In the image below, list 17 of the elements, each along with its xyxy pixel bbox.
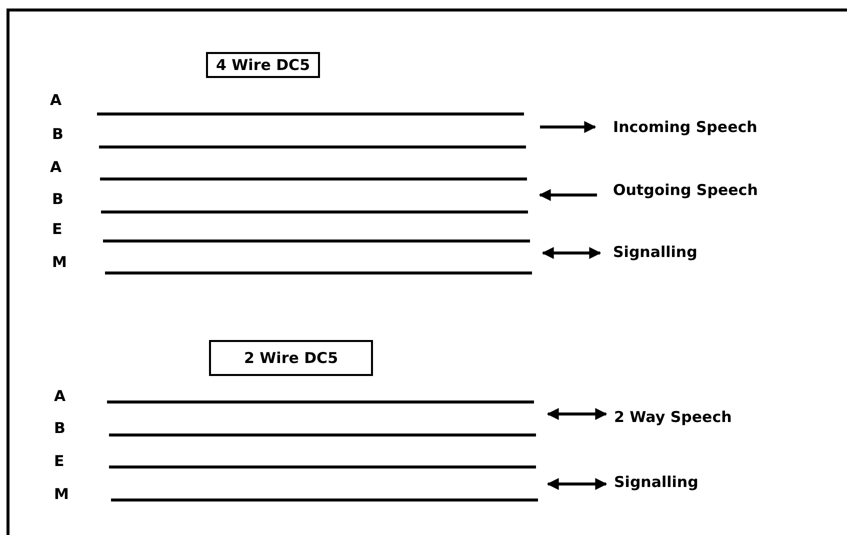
section-title: 4 Wire DC5 — [216, 56, 310, 74]
signal-description: Incoming Speech — [613, 118, 758, 136]
wire-name: B — [52, 125, 64, 143]
wire-name: E — [52, 220, 62, 238]
wire-name: A — [50, 91, 62, 109]
section-title: 2 Wire DC5 — [244, 349, 338, 367]
signal-description: Signalling — [614, 473, 698, 491]
wire-name: M — [54, 485, 69, 503]
wire-name: B — [52, 190, 64, 208]
signal-description: Outgoing Speech — [613, 181, 758, 199]
signal-description: Signalling — [613, 243, 698, 261]
wire-name: A — [54, 387, 66, 405]
wire-name: A — [50, 158, 62, 176]
signal-description: 2 Way Speech — [614, 408, 732, 426]
wire-name: B — [54, 419, 66, 437]
wire-name: M — [52, 253, 67, 271]
wire-name: E — [54, 452, 64, 470]
